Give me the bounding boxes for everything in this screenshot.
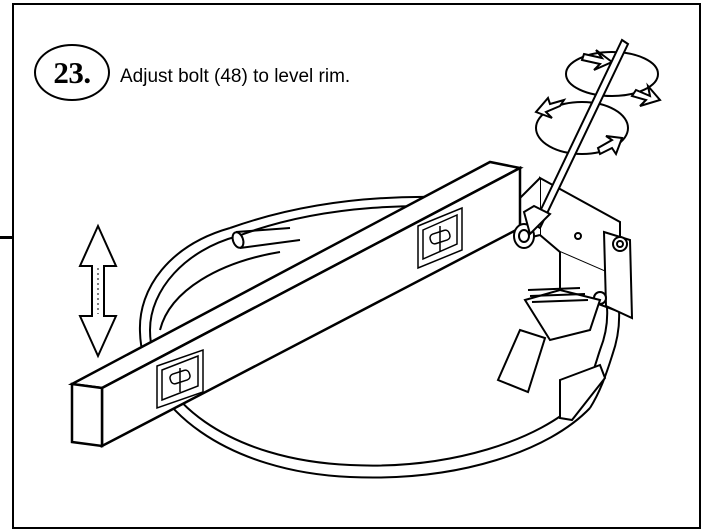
level-tool bbox=[67, 160, 524, 449]
page-edge-mark bbox=[0, 236, 14, 239]
level-vial-icon bbox=[417, 206, 463, 270]
step-number: 23. bbox=[53, 54, 91, 90]
rotation-arrows-icon bbox=[522, 38, 662, 236]
step-instruction: Adjust bolt (48) to level rim. bbox=[120, 66, 351, 87]
step-number-badge: 23. bbox=[34, 44, 110, 101]
double-arrow-icon bbox=[78, 223, 118, 359]
level-vial-icon bbox=[156, 348, 204, 410]
